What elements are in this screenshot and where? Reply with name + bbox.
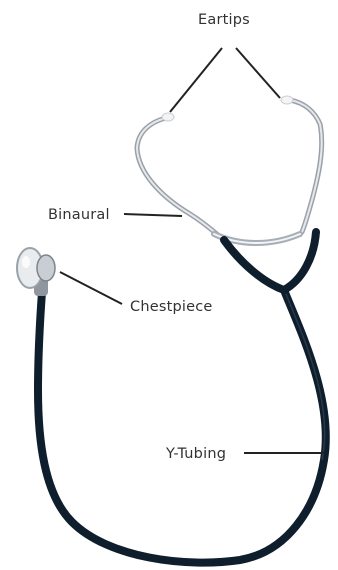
- eartips-leader-right: [236, 48, 280, 98]
- tubing: [38, 232, 326, 563]
- chestpiece: [17, 248, 55, 296]
- binaural-label: Binaural: [48, 207, 110, 223]
- eartips: [162, 96, 293, 121]
- leader-lines: [60, 48, 324, 453]
- chestpiece-leader: [60, 272, 122, 304]
- eartips-label: Eartips: [198, 12, 250, 28]
- chestpiece-bell: [37, 255, 55, 281]
- binaural-leader: [124, 214, 182, 216]
- tubing-left-branch: [224, 240, 284, 290]
- y-tubing-label: Y-Tubing: [165, 446, 226, 462]
- eartip-left: [162, 113, 174, 121]
- eartip-right: [281, 96, 293, 104]
- eartips-leader-left: [170, 48, 222, 112]
- tubing-main: [38, 290, 326, 563]
- chestpiece-label: Chestpiece: [130, 299, 213, 315]
- binaural-tubes: [137, 100, 322, 243]
